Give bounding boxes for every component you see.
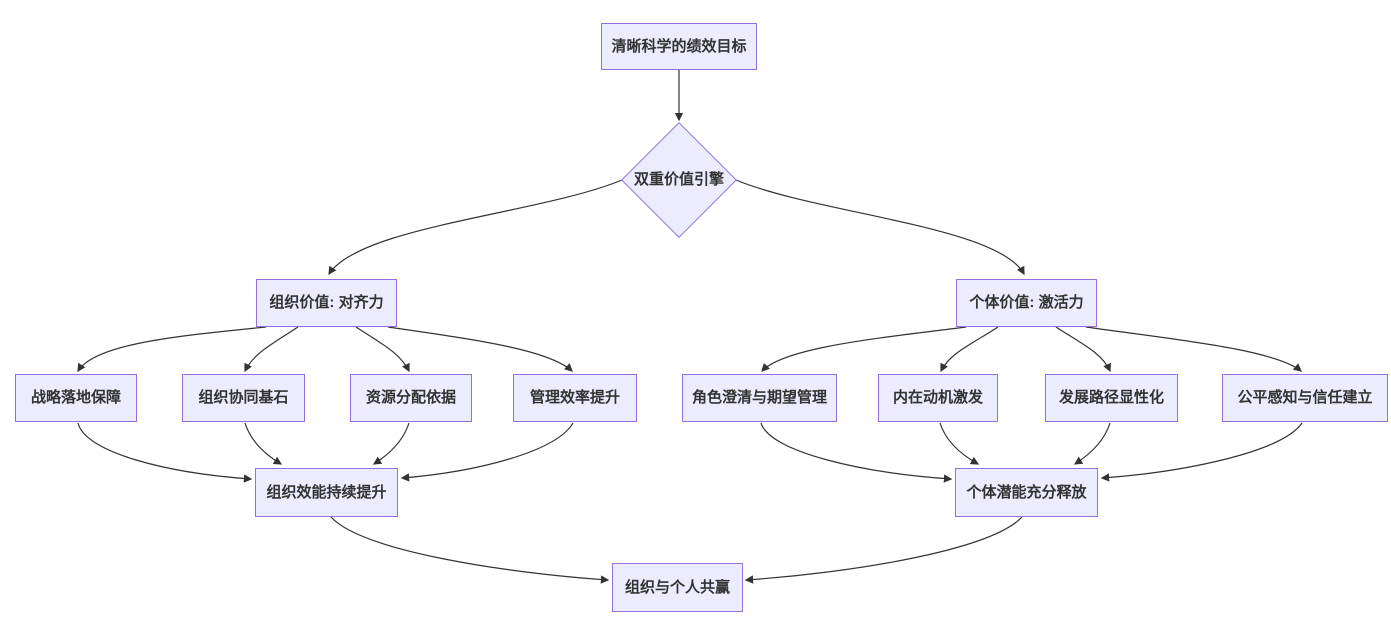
node-org-value-label: 组织价值: 对齐力: [269, 294, 384, 311]
edge-engine-ind-value: [735, 179, 1025, 276]
edge-benefit2-ind-outcome: [939, 422, 980, 465]
edge-benefit2-org-outcome: [244, 422, 283, 465]
node-goal: 清晰科学的绩效目标: [601, 23, 757, 70]
node-org-benefit-3-label: 资源分配依据: [365, 389, 456, 406]
edge-benefit3-ind-outcome: [1073, 422, 1111, 465]
edge-engine-org-value: [328, 179, 623, 276]
node-ind-value: 个体价值: 激活力: [956, 279, 1097, 327]
edge-ind-value-benefit1: [761, 326, 967, 372]
edge-org-value-benefit3: [355, 326, 410, 373]
edge-benefit3-org-outcome: [372, 422, 410, 465]
node-org-outcome: 组织效能持续提升: [255, 468, 398, 517]
node-final-outcome: 组织与个人共赢: [612, 563, 743, 612]
node-ind-value-label: 个体价值: 激活力: [969, 294, 1084, 311]
edge-benefit4-org-outcome: [400, 422, 574, 482]
edge-ind-value-benefit4: [1085, 326, 1302, 372]
node-ind-benefit-1: 角色澄清与期望管理: [682, 374, 837, 422]
node-final-outcome-label: 组织与个人共赢: [624, 578, 730, 596]
node-org-benefit-3: 资源分配依据: [350, 374, 472, 422]
edge-ind-value-benefit2: [940, 326, 999, 373]
edge-org-value-benefit1: [77, 326, 267, 373]
node-engine: 双重价值引擎: [621, 122, 737, 238]
node-engine-label: 双重价值引擎: [633, 171, 724, 188]
node-org-benefit-4: 管理效率提升: [513, 374, 637, 422]
node-ind-benefit-1-label: 角色澄清与期望管理: [691, 389, 827, 406]
node-ind-outcome: 个体潜能充分释放: [955, 468, 1098, 517]
node-ind-benefit-2: 内在动机激发: [878, 374, 998, 422]
node-org-outcome-label: 组织效能持续提升: [266, 483, 387, 501]
node-org-benefit-2-label: 组织协同基石: [198, 389, 289, 406]
edge-ind-value-benefit3: [1055, 326, 1111, 373]
node-goal-label: 清晰科学的绩效目标: [611, 37, 747, 55]
node-org-benefit-1-label: 战略落地保障: [30, 389, 121, 406]
node-org-value: 组织价值: 对齐力: [256, 279, 397, 327]
edge-org-outcome-final: [330, 516, 610, 584]
node-ind-benefit-3-label: 发展路径显性化: [1058, 389, 1164, 406]
node-org-benefit-2: 组织协同基石: [182, 374, 305, 422]
node-org-benefit-1: 战略落地保障: [15, 374, 137, 422]
edge-benefit1-org-outcome: [77, 422, 253, 483]
node-ind-benefit-2-label: 内在动机激发: [892, 389, 983, 406]
node-ind-benefit-3: 发展路径显性化: [1045, 374, 1178, 422]
node-ind-benefit-4: 公平感知与信任建立: [1222, 374, 1388, 422]
edge-org-value-benefit4: [387, 326, 573, 372]
edge-org-value-benefit2: [244, 326, 299, 373]
edge-ind-outcome-final: [744, 516, 1023, 584]
node-ind-outcome-label: 个体潜能充分释放: [966, 483, 1087, 501]
edge-benefit1-ind-outcome: [760, 422, 953, 483]
node-org-benefit-4-label: 管理效率提升: [529, 389, 620, 406]
edge-benefit4-ind-outcome: [1100, 422, 1303, 482]
node-ind-benefit-4-label: 公平感知与信任建立: [1237, 389, 1373, 406]
